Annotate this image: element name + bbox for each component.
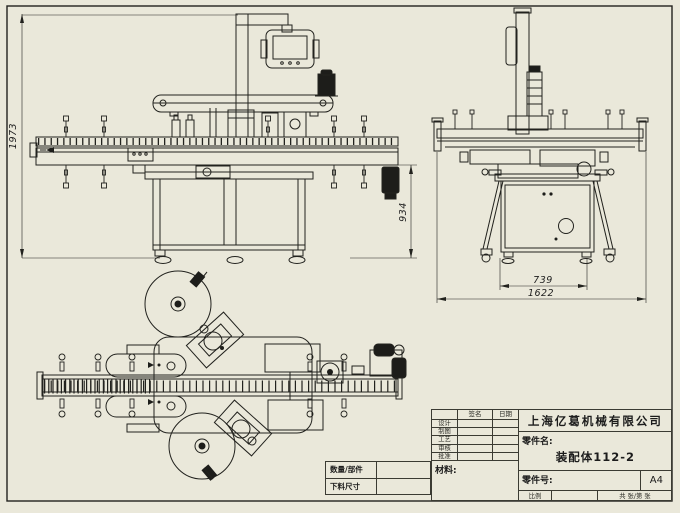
motor-top <box>315 69 338 97</box>
qty-value <box>377 462 430 479</box>
company-name: 上海亿葛机械有限公司 <box>519 410 672 432</box>
title-block: 签名 日期 设计 制图 工艺 审核 批准 材料: 上海亿葛机械有限公司 零件名:… <box>431 409 672 501</box>
sheet-border <box>6 5 673 502</box>
date-header: 日期 <box>493 410 519 420</box>
dim-1622 <box>436 152 647 303</box>
dim-base-height-text: 934 <box>398 202 409 222</box>
signature-cell <box>458 444 493 453</box>
applicator-frames <box>264 343 324 431</box>
paper-size: A4 <box>641 471 672 491</box>
cross-arm <box>431 117 649 152</box>
approval-row-draft: 制图 <box>432 428 458 437</box>
approval-row-design: 设计 <box>432 420 458 429</box>
date-cell <box>493 444 519 453</box>
outrigger-legs <box>480 168 616 263</box>
dim-739 <box>499 258 588 290</box>
corner-cell <box>432 410 458 420</box>
signature-cell <box>458 420 493 429</box>
material-label: 材料: <box>432 461 519 501</box>
applicator-top <box>185 311 245 369</box>
dim-934 <box>350 164 417 259</box>
date-cell <box>493 428 519 437</box>
applicator-bottom <box>213 399 273 457</box>
part-name-cell: 零件名: 装配体112-2 <box>519 432 672 471</box>
guide-clamps-bottom <box>63 165 367 189</box>
date-cell <box>493 436 519 445</box>
top-view <box>36 270 407 481</box>
sheets-label: 共 张/第 张 <box>619 493 651 501</box>
dim-front-height-text: 1973 <box>8 123 19 149</box>
dim-inner-width-text: 739 <box>533 275 553 286</box>
guide-plates <box>105 344 187 433</box>
support-column <box>235 13 249 138</box>
drive-units <box>316 343 407 384</box>
parts-table: 数量/部件 下料尺寸 <box>325 461 431 495</box>
part-name-label: 零件名: <box>522 437 553 447</box>
hmi-panel <box>260 29 320 69</box>
label-reel-bottom <box>168 412 236 481</box>
dim-1973 <box>20 14 238 259</box>
signature-cell <box>458 428 493 437</box>
cut-size-value <box>377 479 430 495</box>
approval-row-process: 工艺 <box>432 436 458 445</box>
guide-clamps-top <box>63 115 367 137</box>
approval-row-approve: 批准 <box>432 452 458 461</box>
motor-right <box>381 166 400 200</box>
hmi-screen <box>272 35 308 60</box>
side-components <box>459 149 609 179</box>
qty-label: 数量/部件 <box>326 462 377 479</box>
cut-size-label: 下料尺寸 <box>326 478 377 494</box>
scale-value <box>552 491 598 501</box>
part-number-label: 零件号: <box>519 471 641 491</box>
cabinet-front <box>144 171 314 264</box>
dim-outer-width-text: 1622 <box>528 288 554 299</box>
scale-label: 比例 <box>519 491 552 501</box>
signature-cell <box>458 452 493 461</box>
part-name: 装配体112-2 <box>555 450 636 464</box>
label-reel-top <box>144 270 212 338</box>
mast <box>515 11 530 135</box>
side-view <box>431 7 649 303</box>
hmi-side <box>505 26 518 66</box>
conveyor-top <box>36 371 403 400</box>
date-cell <box>493 452 519 461</box>
cabinet-side <box>494 173 601 264</box>
signature-cell <box>458 436 493 445</box>
approval-row-check: 审核 <box>432 444 458 453</box>
front-view <box>20 13 417 264</box>
date-cell <box>493 420 519 429</box>
signature-header: 签名 <box>458 410 493 420</box>
conveyor-front <box>29 136 399 174</box>
arm-posts <box>452 109 625 129</box>
